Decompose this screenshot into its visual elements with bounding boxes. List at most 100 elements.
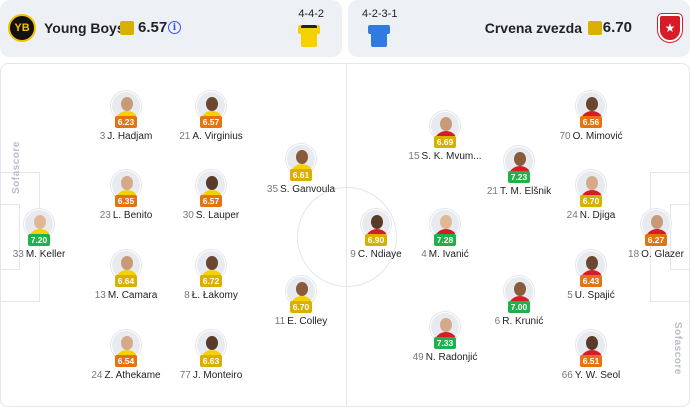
player-number: 30 <box>182 210 194 221</box>
player-rating-badge: 7.20 <box>28 234 50 246</box>
player-rating-badge: 6.64 <box>115 275 137 287</box>
player-number: 18 <box>628 249 640 260</box>
right-goal-box <box>670 204 689 270</box>
player-number: 13 <box>94 290 106 301</box>
player-number: 24 <box>91 370 103 381</box>
player-number: 5 <box>567 290 573 301</box>
player-rating-badge: 7.33 <box>434 337 456 349</box>
player-rating-badge: 6.56 <box>580 116 602 128</box>
player-name-text: M. Keller <box>25 249 66 260</box>
player-rating-badge: 6.35 <box>115 195 137 207</box>
player-number: 49 <box>412 352 424 363</box>
player-number: 66 <box>561 370 573 381</box>
away-formation: 4-2-3-1 <box>362 8 398 20</box>
player-rating-badge: 6.23 <box>115 116 137 128</box>
player-rating-badge: 6.57 <box>200 116 222 128</box>
home-team-name[interactable]: Young Boys <box>44 20 125 36</box>
player-name-text: Y. W. Seol <box>574 370 621 381</box>
home-kit-icon <box>298 23 320 47</box>
home-team-crest <box>8 14 36 42</box>
player-name-text: O. Mimović <box>572 131 623 142</box>
player-rating-badge: 6.43 <box>580 275 602 287</box>
player-number: 3 <box>99 131 106 142</box>
away-kit-icon <box>368 23 390 47</box>
player-name-text: M. Ivanić <box>428 249 469 260</box>
player-rating-badge: 6.61 <box>290 169 312 181</box>
player-number: 4 <box>421 249 427 260</box>
left-goal-box <box>1 204 20 270</box>
player-number: 8 <box>184 290 190 301</box>
player-avatar[interactable] <box>196 170 226 200</box>
home-formation: 4-4-2 <box>298 8 324 20</box>
player-name-text: J. Monteiro <box>192 370 243 381</box>
player-rating-badge: 6.90 <box>365 234 387 246</box>
player-name-text: S. K. Mvum... <box>421 151 482 162</box>
player-name-text: C. Ndiaye <box>357 249 402 260</box>
sofascore-watermark: Sofascore <box>11 141 22 194</box>
player-name-text: U. Spajić <box>574 290 615 301</box>
player-number: 23 <box>99 210 111 221</box>
player-number: 21 <box>486 186 498 197</box>
player-number: 33 <box>12 249 24 260</box>
sofascore-watermark: Sofascore <box>672 322 683 375</box>
player-number: 24 <box>566 210 578 221</box>
player-rating-badge: 6.57 <box>200 195 222 207</box>
player-avatar[interactable] <box>196 250 226 280</box>
player-name-text: Ł. Łakomy <box>191 290 238 301</box>
player-number: 9 <box>350 249 356 260</box>
player-name-text: Z. Athekame <box>104 370 161 381</box>
center-circle <box>297 187 397 287</box>
player-rating-badge: 6.70 <box>580 195 602 207</box>
home-team-header[interactable]: Young Boys 6.57 i 4-4-2 <box>0 0 342 57</box>
away-team-name[interactable]: Crvena zvezda <box>484 20 582 36</box>
player-name-text: S. Ganvoula <box>280 184 336 195</box>
player-number: 70 <box>559 131 571 142</box>
player-rating-badge: 6.51 <box>580 355 602 367</box>
home-team-rating: 6.57 <box>138 19 168 36</box>
player-name-text: N. Djiga <box>579 210 616 221</box>
away-team-crest <box>658 14 682 42</box>
player-name-text: M. Camara <box>107 290 158 301</box>
player-number: 35 <box>266 184 279 195</box>
away-team-rating: 6.70 <box>602 19 632 36</box>
player-number: 15 <box>408 151 420 162</box>
player-name-text: N. Radonjić <box>425 352 478 363</box>
player-rating-badge: 6.63 <box>200 355 222 367</box>
player-number: 6 <box>494 316 501 327</box>
info-icon[interactable]: i <box>168 21 181 34</box>
player-rating-badge: 6.27 <box>645 234 667 246</box>
away-team-header[interactable]: 4-2-3-1 Crvena zvezda 6.70 <box>348 0 690 57</box>
player-rating-badge: 7.00 <box>508 301 530 313</box>
player-name-text: E. Colley <box>287 316 328 327</box>
player-name-text: O. Glazer <box>641 249 684 260</box>
player-name-text: J. Hadjam <box>107 131 153 142</box>
player-name-text: T. M. Elšnik <box>500 186 552 197</box>
away-rating-square <box>588 21 602 35</box>
player-name-text: A. Virginius <box>192 131 243 142</box>
player-rating-badge: 7.23 <box>508 171 530 183</box>
